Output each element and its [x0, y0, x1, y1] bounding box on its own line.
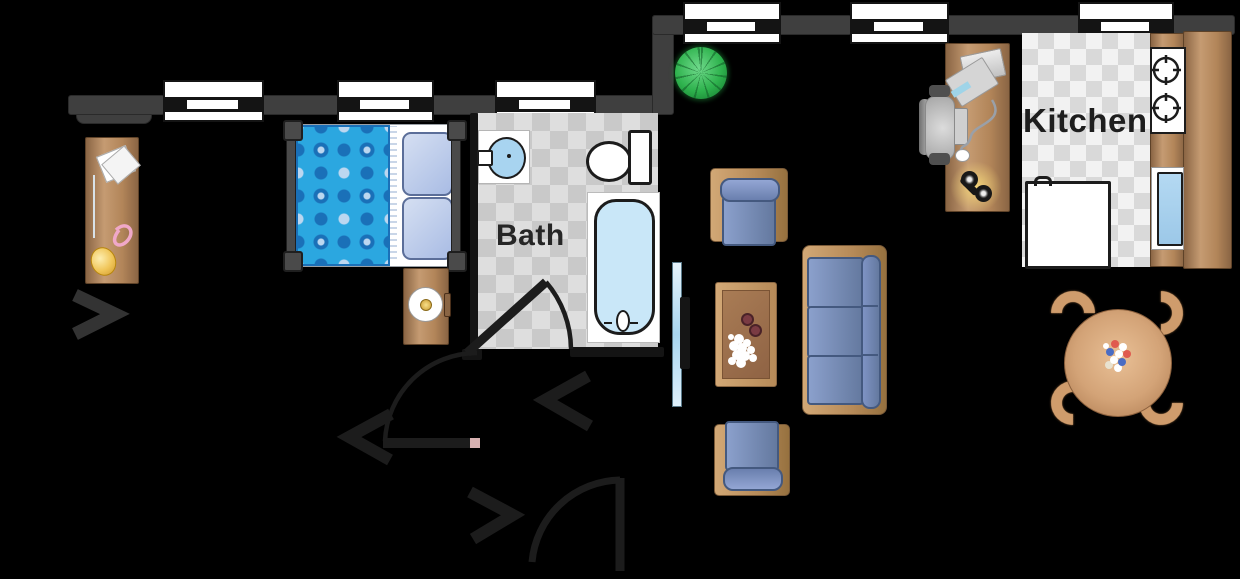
quilt-fringe [390, 126, 397, 263]
headphone-earcup [961, 171, 978, 188]
window-pane [1101, 21, 1149, 32]
round-dining-table [1064, 309, 1172, 417]
chevron-arrow-left [336, 408, 394, 466]
sink-drain [507, 154, 511, 158]
sofa-backrest [861, 255, 881, 409]
chevron-arrow-right [467, 486, 526, 545]
chevron-arrow-left [532, 370, 594, 432]
office-chair-back [919, 99, 930, 155]
window [163, 80, 264, 122]
bath-wall-left [470, 113, 478, 360]
sink-faucet [477, 150, 493, 166]
bath-label: Bath [496, 219, 565, 252]
stove-burner [1151, 93, 1181, 123]
window-pane [873, 21, 924, 32]
office-chair-armrest [929, 85, 950, 97]
bath-door-leaf [463, 278, 550, 357]
tree-foliage-lines [675, 47, 727, 99]
kitchen-sink-basin [1157, 172, 1183, 246]
bed-post [447, 251, 467, 272]
armchair-backrest [720, 178, 780, 202]
kitchen-label: Kitchen [1023, 102, 1148, 139]
bed-post [283, 251, 303, 272]
headphone-earcup [975, 185, 992, 202]
lamp-finial [420, 299, 432, 311]
pen [93, 175, 95, 238]
tub-drain [616, 310, 630, 332]
bathtub [594, 199, 655, 335]
bed-quilt [296, 125, 390, 266]
bed-pillow [402, 197, 453, 260]
bath-sink-basin [487, 137, 526, 179]
refrigerator [1025, 181, 1111, 269]
flower-bouquet [728, 334, 734, 340]
armchair-seat [725, 421, 779, 471]
mouse-cable [959, 99, 997, 151]
bed-post [283, 120, 303, 141]
window [850, 2, 949, 44]
bed-pillow [402, 132, 453, 196]
office-chair-seat [925, 96, 955, 160]
bath-wall-bottom-right [570, 347, 664, 357]
chevron-arrow-right [72, 289, 130, 340]
refrigerator-handle [1034, 176, 1052, 186]
mouse [955, 149, 970, 162]
window-pane [360, 99, 409, 110]
table-flowers [1103, 343, 1109, 349]
pink-cord [112, 224, 133, 247]
window-pane [706, 21, 756, 32]
bath-door-arc [544, 280, 574, 350]
teacup [749, 324, 762, 337]
tv-mount [680, 297, 690, 369]
headphones-glow [950, 161, 1002, 213]
bed-post [447, 120, 467, 141]
window-pane [519, 99, 570, 110]
teacup [741, 313, 754, 326]
sofa-backrest-seam [862, 354, 878, 356]
toilet-tank [628, 130, 652, 185]
window [683, 2, 781, 44]
window-pane [187, 99, 238, 110]
sofa-cushion [807, 306, 864, 358]
nightstand-handle [444, 293, 451, 317]
bottom-door-arc [528, 476, 621, 563]
armchair-backrest [723, 467, 783, 491]
stove-burner [1151, 55, 1181, 85]
entry-door-arc [382, 350, 478, 442]
kitchen-counter-outer [1183, 31, 1232, 269]
sofa-backrest-seam [862, 305, 878, 307]
office-chair-armrest [929, 153, 950, 165]
window [337, 80, 434, 122]
